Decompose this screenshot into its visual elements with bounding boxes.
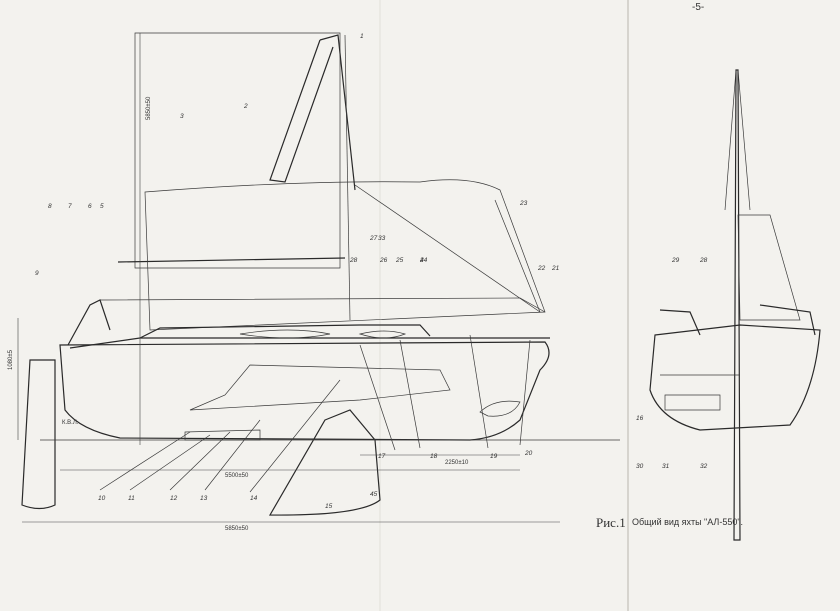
front-hull [649, 324, 821, 431]
front-sail [737, 214, 801, 321]
stern-pulpit [67, 299, 111, 346]
label-4: 4 [420, 257, 424, 264]
leader-lines [99, 334, 531, 493]
label-7: 7 [68, 203, 72, 210]
dim-keel-text: 2250±10 [445, 460, 469, 466]
label-45: 45 [370, 491, 378, 498]
front-label-29: 29 [671, 257, 680, 264]
label-6: 6 [88, 203, 92, 210]
side-view [17, 32, 620, 523]
label-12: 12 [170, 495, 178, 502]
interior [189, 364, 451, 411]
mast [319, 34, 356, 191]
label-14: 14 [250, 495, 258, 502]
front-rails [659, 304, 816, 336]
label-23: 23 [519, 200, 528, 207]
label-8: 8 [48, 203, 52, 210]
label-22: 22 [537, 265, 546, 272]
shroud [344, 34, 351, 321]
label-13: 13 [200, 495, 208, 502]
mainsail [134, 32, 341, 269]
label-3: 3 [180, 113, 184, 120]
caption-figure: Рис.1 [596, 515, 626, 530]
porthole-1 [239, 329, 331, 339]
label-25: 25 [395, 257, 404, 264]
waterline-tag: К.В.Л. [62, 420, 79, 426]
front-label-28: 28 [699, 257, 708, 264]
label-17: 17 [378, 453, 386, 460]
front-label-16: 16 [636, 415, 644, 422]
dim-waterline-text: 5500±50 [225, 473, 249, 479]
forestay [354, 184, 541, 313]
label-28: 28 [349, 257, 358, 264]
boom [117, 257, 346, 263]
rudder [21, 359, 56, 510]
label-11: 11 [128, 495, 135, 502]
label-26: 26 [379, 257, 388, 264]
mast-lowered [269, 39, 334, 183]
dim-freeboard-text: 1080±5 [8, 349, 14, 370]
front-label-31: 31 [662, 463, 670, 470]
label-2: 2 [243, 103, 248, 110]
front-spreaders [724, 69, 751, 211]
cabin [139, 324, 431, 339]
label-10: 10 [98, 495, 106, 502]
front-label-32: 32 [700, 463, 708, 470]
label-5: 5 [100, 203, 104, 210]
label-33: 33 [378, 235, 386, 242]
label-20: 20 [524, 450, 533, 457]
page-number: -5- [692, 2, 704, 13]
hull [59, 341, 550, 441]
label-21: 21 [551, 265, 560, 272]
lifeline [99, 297, 546, 313]
tank [479, 400, 521, 417]
label-24: 24 [419, 257, 428, 264]
jib-sail [144, 179, 546, 331]
dim-overall-text: 5850±50 [225, 526, 249, 532]
dim-mast-text: 5850±50 [146, 96, 152, 120]
centerboard [268, 409, 381, 516]
label-9: 9 [35, 270, 39, 277]
label-19: 19 [490, 453, 498, 460]
label-15: 15 [325, 503, 333, 510]
stay [494, 199, 541, 313]
caption-text: Общий вид яхты "АЛ-550". [632, 517, 743, 527]
label-27: 27 [369, 235, 378, 242]
label-1: 1 [360, 33, 364, 40]
front-label-30: 30 [636, 463, 644, 470]
front-mast [733, 69, 741, 541]
front-berth [664, 394, 721, 411]
label-18: 18 [430, 453, 438, 460]
porthole-2 [358, 330, 407, 339]
front-view [649, 69, 821, 541]
